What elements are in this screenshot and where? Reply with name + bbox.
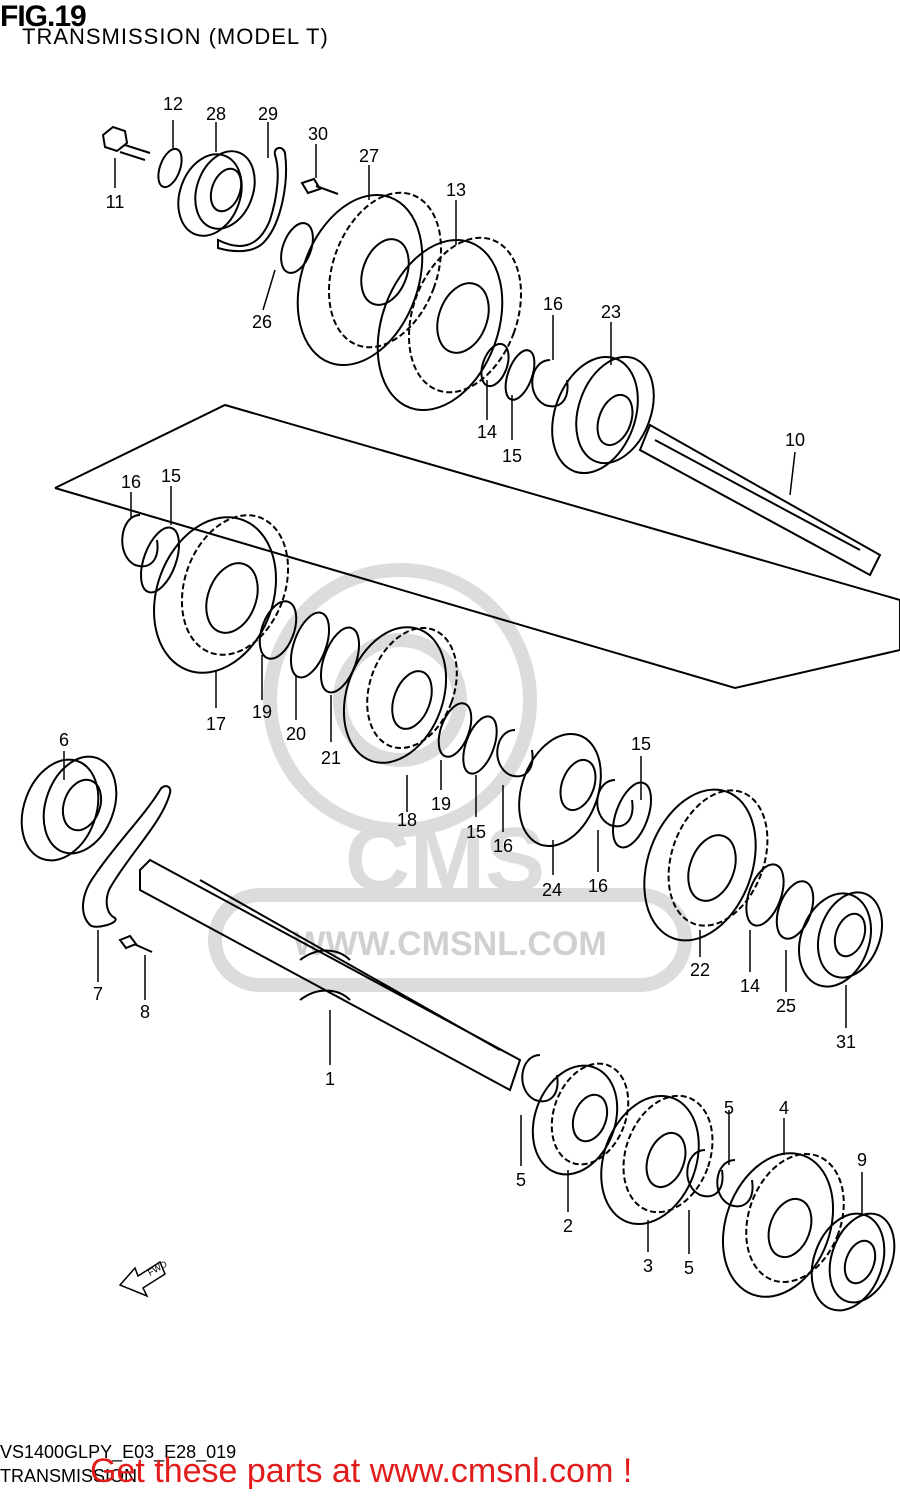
part-label: 5: [724, 1098, 734, 1118]
bearing-28: [177, 150, 256, 237]
part-label: 21: [321, 748, 341, 768]
figure-title: TRANSMISSION (MODEL T): [22, 24, 329, 49]
part-label: 7: [93, 984, 103, 1004]
part-label: 5: [684, 1258, 694, 1278]
part-label: 16: [493, 836, 513, 856]
gear-18: [342, 626, 458, 764]
part-labels: 12 28 29 30 27 13 11 26 16 23 14 15 10 1…: [59, 94, 867, 1278]
countershaft-10: [638, 423, 882, 577]
circlip-16-upper: [531, 359, 569, 408]
watermark: [208, 563, 692, 992]
washer-15-right: [611, 781, 653, 849]
part-label: 11: [106, 192, 125, 212]
gear-22: [643, 788, 769, 942]
part-label: 31: [836, 1032, 856, 1052]
section-name: TRANSMISSION: [0, 1466, 138, 1486]
part-label: 19: [431, 794, 451, 814]
leader-lines: [63, 120, 863, 1254]
bearing-31: [798, 891, 883, 988]
part-label: 13: [446, 180, 466, 200]
washer-26: [280, 222, 314, 274]
part-label: 19: [252, 702, 272, 722]
bushing-14-lower: [745, 863, 785, 927]
watermark-url: WWW.CMSNL.COM: [293, 925, 607, 963]
gear-2: [531, 1062, 630, 1176]
driveshaft-1: [139, 858, 522, 1092]
bearing-6: [20, 755, 118, 862]
washer-15-mid: [462, 715, 498, 775]
part-label: 14: [477, 422, 497, 442]
part-label: 16: [543, 294, 563, 314]
part-label: 15: [466, 822, 486, 842]
part-label: 8: [140, 1002, 150, 1022]
part-label: 22: [690, 960, 710, 980]
bolt-11: [101, 125, 151, 161]
part-label: 23: [601, 302, 621, 322]
gear-4: [721, 1152, 845, 1298]
part-label: 4: [779, 1098, 789, 1118]
shifter-gear-23: [551, 355, 655, 475]
part-label: 26: [252, 312, 272, 332]
bearing-9: [810, 1212, 896, 1312]
part-label: 24: [542, 880, 562, 900]
part-label: 15: [502, 446, 522, 466]
fwd-label: FWD: [146, 1259, 169, 1278]
part-label: 6: [59, 730, 69, 750]
watermark-brand: CMS: [345, 810, 545, 910]
part-label: 15: [631, 734, 651, 754]
retainer-plate-7: [82, 785, 172, 928]
part-label: 20: [286, 724, 306, 744]
part-label: 30: [308, 124, 328, 144]
retainer-plate-29: [217, 147, 287, 253]
gear-3: [600, 1094, 714, 1225]
gear-27: [296, 191, 443, 367]
screw-30: [300, 177, 339, 195]
circlip-16-mid: [496, 729, 534, 778]
part-label: 14: [740, 976, 760, 996]
part-label: 16: [588, 876, 608, 896]
fwd-arrow: [118, 1260, 166, 1298]
washer-15-upper: [504, 349, 536, 401]
part-label: 18: [397, 810, 417, 830]
gear-13: [376, 236, 523, 412]
part-label: 3: [643, 1256, 653, 1276]
washer-20: [289, 611, 331, 679]
part-label: 27: [359, 146, 379, 166]
circlip-16-right: [596, 779, 634, 828]
figure-number: FIG.19: [0, 0, 87, 33]
part-label: 1: [325, 1069, 335, 1089]
part-label: 12: [163, 94, 183, 114]
screw-8: [118, 934, 153, 953]
circlip-16-left: [121, 514, 159, 568]
circlip-5-a: [521, 1054, 559, 1103]
part-label: 10: [785, 430, 805, 450]
part-label: 25: [776, 996, 796, 1016]
part-label: 29: [258, 104, 278, 124]
part-label: 9: [857, 1150, 867, 1170]
washer-12: [157, 147, 183, 189]
part-label: 28: [206, 104, 226, 124]
part-label: 16: [121, 472, 141, 492]
part-label: 17: [206, 714, 226, 734]
shifter-24: [518, 732, 602, 848]
bushing-19-left: [258, 600, 298, 660]
circlip-5-b: [686, 1149, 724, 1198]
promo-link[interactable]: Get these parts at www.cmsnl.com !: [90, 1452, 633, 1490]
part-label: 5: [516, 1170, 526, 1190]
part-label: 15: [161, 466, 181, 486]
countershaft-group-frame: [54, 403, 900, 690]
part-label: 2: [563, 1216, 573, 1236]
washer-15-left: [139, 526, 181, 594]
diagram-code: VS1400GLPY_E03_E28_019: [0, 1442, 237, 1462]
